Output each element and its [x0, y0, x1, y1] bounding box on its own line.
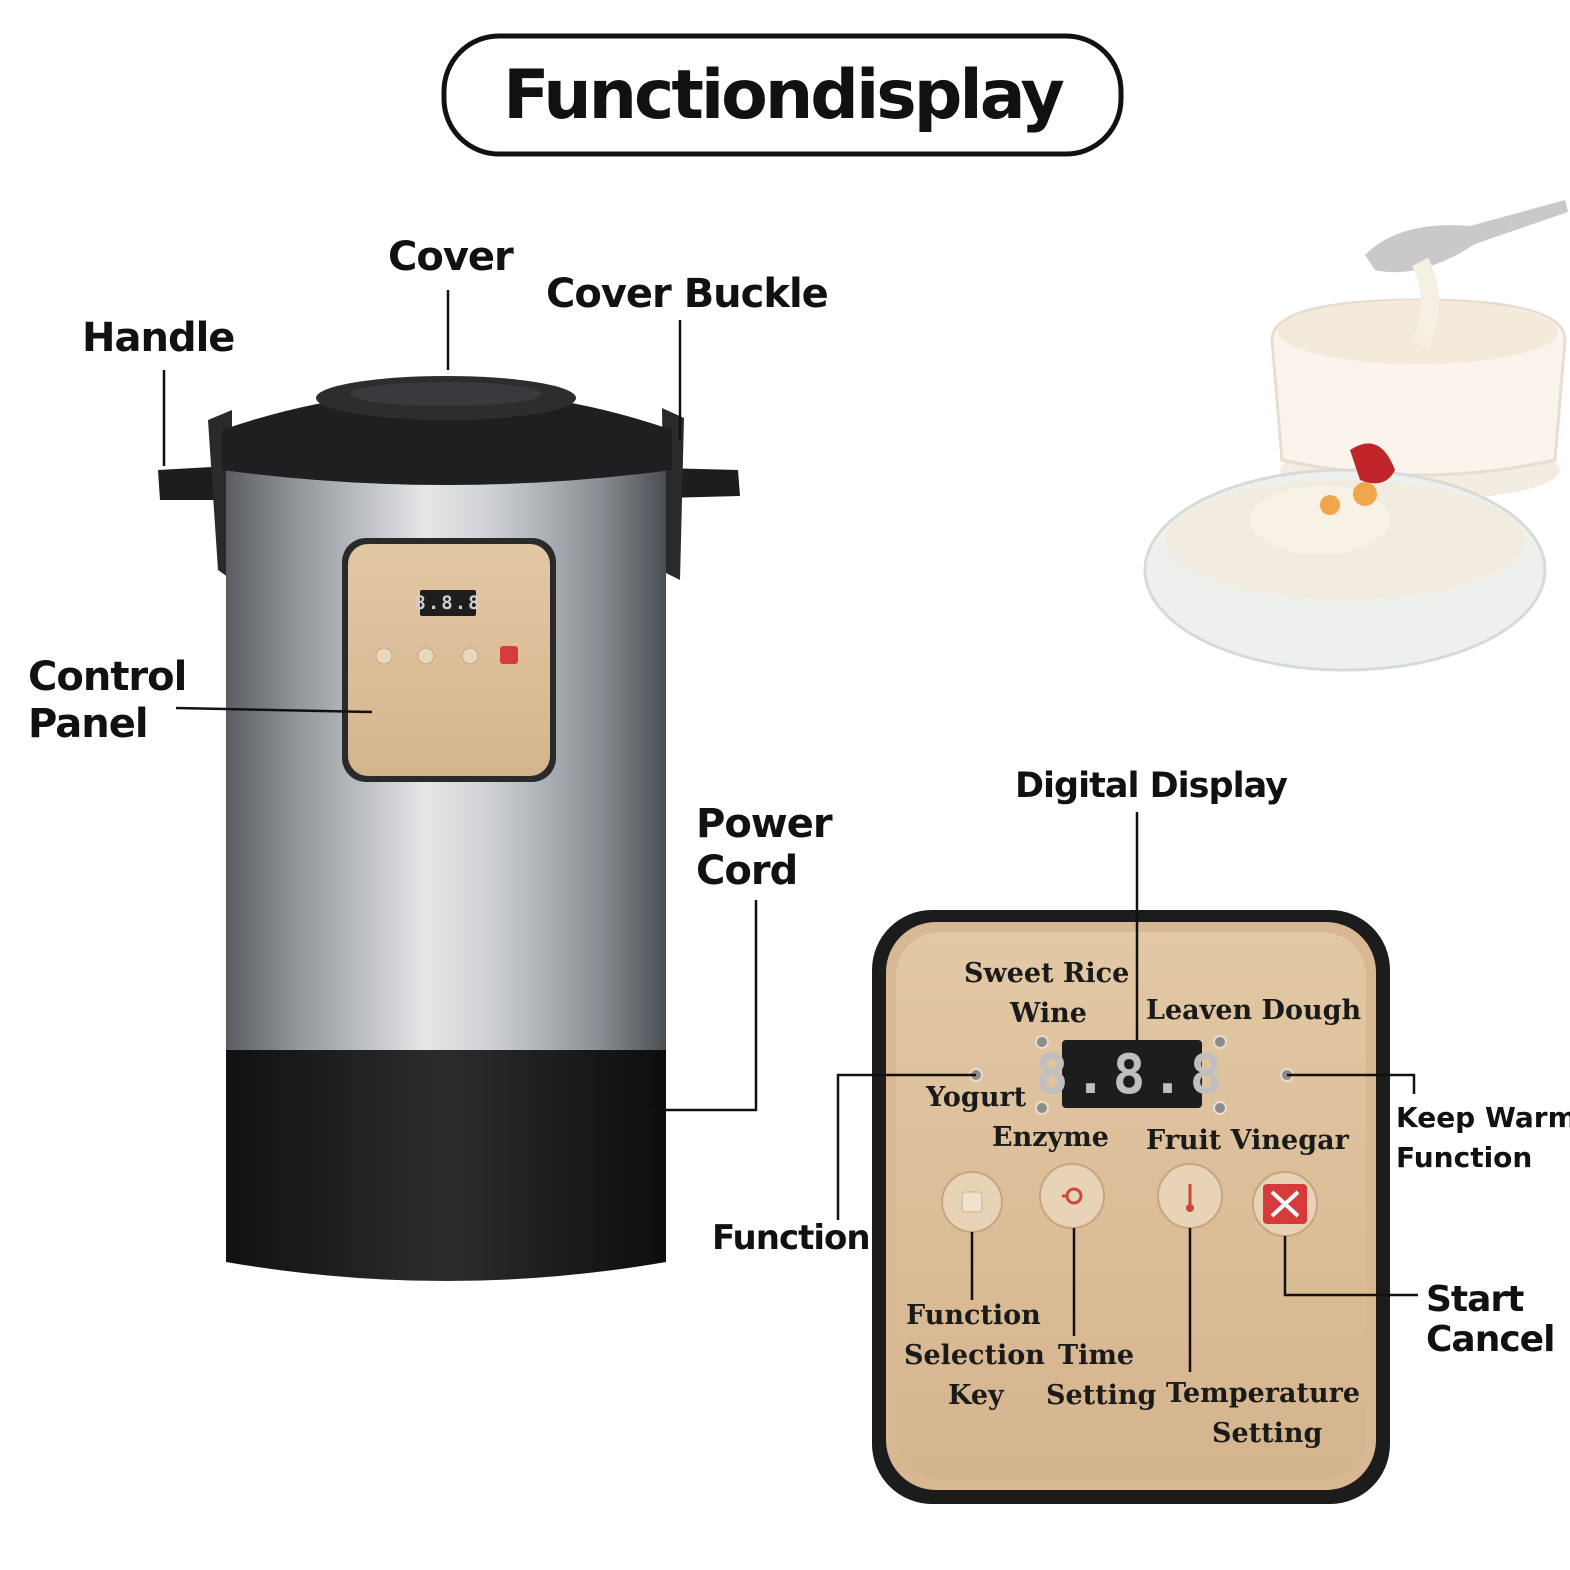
sweet-rice-label-line1: Sweet Rice [964, 958, 1130, 989]
sweet-rice-wine-indicator [1035, 1035, 1049, 1049]
keep-warm-label-line2: Function [1396, 1141, 1533, 1174]
time-label-line1: Time [1058, 1340, 1135, 1371]
cancel-x-icon[interactable] [1252, 1171, 1318, 1237]
temperature-label-line1: Temperature [1166, 1378, 1361, 1409]
keep-warm-label-line1: Keep Warm [1396, 1101, 1570, 1134]
black-base [226, 1050, 666, 1281]
title-badge-outline [441, 33, 1124, 157]
body-digital-display: 8.8.8 [414, 590, 482, 616]
function-key-label-line2: Selection [904, 1340, 1045, 1371]
cover-label: Cover [388, 234, 514, 280]
leaven-dough-label: Leaven Dough [1146, 995, 1362, 1026]
power-cord-label-line2: Cord [696, 848, 798, 894]
function-key-label-line3: Key [948, 1380, 1004, 1411]
digital-display-label: Digital Display [1015, 766, 1288, 806]
function-key-icon[interactable] [941, 1171, 1003, 1233]
leaven-dough-indicator [1213, 1035, 1227, 1049]
temperature-key-icon[interactable] [1157, 1163, 1223, 1229]
start-cancel-leader-line [1283, 1236, 1418, 1297]
fruit-vinegar-indicator [1213, 1101, 1227, 1115]
fruit-vinegar-label: Fruit Vinegar [1146, 1125, 1349, 1156]
time-label-line2: Setting [1046, 1380, 1157, 1411]
function-leader-line [836, 1073, 976, 1220]
start-cancel-label-line2: Cancel [1426, 1319, 1555, 1360]
handle-label: Handle [82, 315, 235, 361]
title-badge: Functiondisplay [440, 28, 1125, 163]
power-cord-leader-line [648, 900, 758, 1112]
temperature-label-line2: Setting [1212, 1418, 1323, 1449]
enzyme-label: Enzyme [992, 1122, 1109, 1153]
cover [222, 376, 672, 485]
page-title: Functiondisplay [503, 56, 1065, 135]
keep-warm-leader-line [1287, 1073, 1416, 1094]
sweet-rice-label-line2: Wine [1010, 998, 1087, 1029]
time-key-icon[interactable] [1039, 1163, 1105, 1229]
power-cord-label-line1: Power [696, 801, 833, 847]
yogurt-label: Yogurt [926, 1082, 1027, 1113]
control-panel-label-line1: Control [28, 654, 187, 700]
control-panel-label-line2: Panel [28, 701, 149, 747]
digital-display: 8.8.8 [1036, 1040, 1222, 1108]
start-cancel-label-line1: Start [1426, 1279, 1524, 1320]
cover-buckle [662, 408, 740, 580]
control-panel-leader-line [175, 706, 373, 714]
cover-buckle-label: Cover Buckle [546, 271, 829, 317]
enzyme-indicator [1035, 1101, 1049, 1115]
body-control-panel [342, 538, 556, 782]
control-panel-closeup [872, 910, 1390, 1504]
function-key-label-line1: Function [906, 1300, 1041, 1331]
function-label: Function [712, 1218, 871, 1258]
yogurt-food-image [1143, 200, 1568, 672]
